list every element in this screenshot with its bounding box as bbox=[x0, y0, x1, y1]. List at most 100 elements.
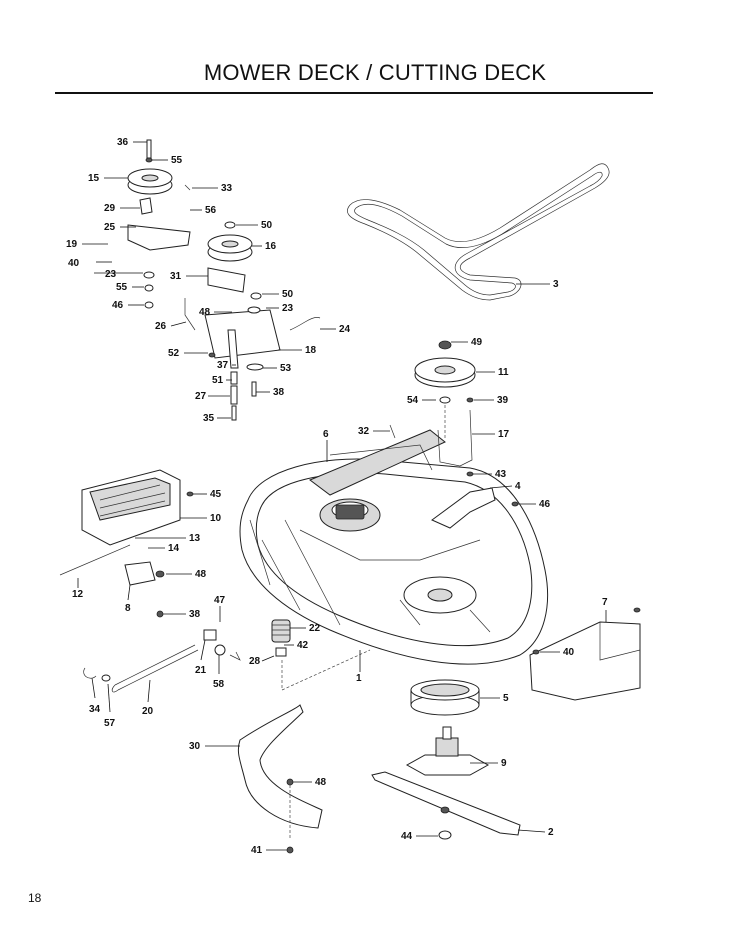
callout-label: 13 bbox=[189, 533, 201, 544]
deck-cover-10 bbox=[81, 469, 181, 546]
callout-51: 51 bbox=[212, 375, 232, 386]
callout-label: 4 bbox=[515, 481, 521, 492]
spindle-assembly-9 bbox=[405, 726, 490, 776]
callout-37: 37 bbox=[217, 360, 236, 371]
callout-label: 11 bbox=[498, 367, 509, 378]
callout-44: 44 bbox=[401, 831, 438, 842]
callout-label: 48 bbox=[195, 569, 207, 580]
arm-4 bbox=[431, 487, 496, 529]
callout-16: 16 bbox=[252, 241, 277, 252]
callout-47: 47 bbox=[214, 595, 226, 622]
callout-1: 1 bbox=[356, 650, 362, 684]
callout-6: 6 bbox=[323, 429, 329, 462]
callout-53: 53 bbox=[263, 363, 292, 374]
callout-30: 30 bbox=[189, 741, 240, 752]
callout-label: 32 bbox=[358, 426, 370, 437]
callout-17: 17 bbox=[472, 429, 510, 440]
callout-46a: 46 bbox=[112, 300, 144, 311]
callout-label: 37 bbox=[217, 360, 229, 371]
callout-58: 58 bbox=[213, 650, 225, 690]
callout-48a: 48 bbox=[199, 307, 232, 318]
callout-label: 48 bbox=[315, 777, 327, 788]
callout-33: 33 bbox=[192, 183, 233, 194]
callout-label: 16 bbox=[265, 241, 277, 252]
callout-10: 10 bbox=[180, 513, 222, 524]
callout-54: 54 bbox=[407, 395, 436, 406]
callout-label: 31 bbox=[170, 271, 182, 282]
callout-27: 27 bbox=[195, 391, 230, 402]
callout-label: 28 bbox=[249, 656, 261, 667]
callout-29: 29 bbox=[104, 203, 140, 214]
callout-label: 46 bbox=[539, 499, 551, 510]
bracket-17 bbox=[437, 409, 473, 467]
callout-7: 7 bbox=[602, 597, 608, 622]
callout-label: 14 bbox=[168, 543, 180, 554]
callout-35: 35 bbox=[203, 413, 231, 424]
callout-label: 27 bbox=[195, 391, 207, 402]
callout-label: 52 bbox=[168, 348, 180, 359]
callout-36: 36 bbox=[117, 137, 147, 148]
callout-label: 23 bbox=[105, 269, 117, 280]
callout-label: 9 bbox=[501, 758, 507, 769]
callout-label: 33 bbox=[221, 183, 233, 194]
callout-label: 51 bbox=[212, 375, 224, 386]
page-number: 18 bbox=[28, 891, 42, 905]
callout-label: 12 bbox=[72, 589, 84, 600]
callout-label: 42 bbox=[297, 640, 309, 651]
callout-14: 14 bbox=[148, 543, 180, 554]
callout-label: 40 bbox=[563, 647, 575, 658]
callout-25: 25 bbox=[104, 222, 136, 233]
callout-label: 21 bbox=[195, 665, 207, 676]
gauge-wheel-bracket-30 bbox=[237, 704, 323, 829]
callout-9: 9 bbox=[470, 758, 507, 769]
callout-label: 3 bbox=[553, 279, 559, 290]
idler-pulley-16 bbox=[207, 234, 253, 262]
callout-12: 12 bbox=[72, 578, 84, 600]
hardware-small bbox=[143, 139, 321, 421]
callout-45: 45 bbox=[193, 489, 222, 500]
callout-15: 15 bbox=[88, 173, 128, 184]
callout-label: 10 bbox=[210, 513, 222, 524]
callout-8: 8 bbox=[125, 584, 131, 614]
callout-label: 43 bbox=[495, 469, 507, 480]
callout-42: 42 bbox=[284, 640, 309, 651]
callout-label: 49 bbox=[471, 337, 483, 348]
callout-label: 39 bbox=[497, 395, 509, 406]
callout-label: 24 bbox=[339, 324, 351, 335]
bearing-5 bbox=[410, 679, 480, 716]
callout-11: 11 bbox=[476, 367, 509, 378]
idler-bracket-25 bbox=[127, 197, 191, 251]
callout-48b: 48 bbox=[166, 569, 207, 580]
callout-55b: 55 bbox=[116, 282, 144, 293]
callout-40a: 40 bbox=[68, 258, 112, 269]
callout-label: 47 bbox=[214, 595, 226, 606]
callout-23a: 23 bbox=[94, 269, 143, 280]
page-title: MOWER DECK / CUTTING DECK bbox=[203, 60, 547, 85]
callout-41: 41 bbox=[251, 845, 288, 856]
callout-label: 19 bbox=[66, 239, 78, 250]
callout-23b: 23 bbox=[266, 303, 294, 314]
callout-label: 23 bbox=[282, 303, 294, 314]
callout-label: 38 bbox=[189, 609, 201, 620]
callout-label: 15 bbox=[88, 173, 100, 184]
title-rule bbox=[55, 92, 653, 94]
callout-label: 40 bbox=[68, 258, 80, 269]
callout-label: 55 bbox=[116, 282, 128, 293]
small-fasteners bbox=[83, 396, 641, 854]
callout-18: 18 bbox=[278, 345, 317, 356]
callout-label: 58 bbox=[213, 679, 225, 690]
callout-57: 57 bbox=[104, 683, 116, 729]
callout-32: 32 bbox=[358, 426, 390, 437]
idler-pulley-15 bbox=[127, 168, 173, 195]
lift-rod-20 bbox=[111, 644, 199, 693]
callout-label: 22 bbox=[309, 623, 321, 634]
callout-label: 8 bbox=[125, 603, 131, 614]
callout-label: 36 bbox=[117, 137, 129, 148]
callout-34: 34 bbox=[89, 677, 101, 715]
callout-label: 26 bbox=[155, 321, 167, 332]
lift-arm-8 bbox=[59, 544, 156, 586]
belt-shield bbox=[529, 621, 641, 701]
blade-2 bbox=[371, 771, 521, 840]
callout-label: 6 bbox=[323, 429, 329, 440]
